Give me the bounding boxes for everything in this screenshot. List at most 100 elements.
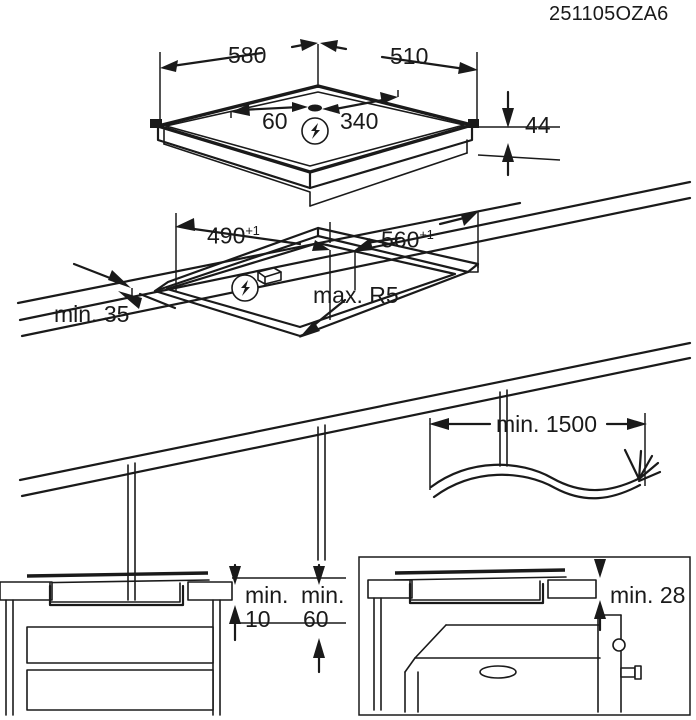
hob-lower-band-left	[163, 143, 311, 207]
dim-label-490-tolerance: +1	[245, 223, 260, 238]
hob-lower-band-right	[309, 152, 468, 207]
dim-60-arrow-right	[292, 102, 308, 112]
cutout-back-rail	[316, 226, 480, 274]
dim-580-arrow-left	[160, 60, 178, 72]
dim-min10-arrow-up	[229, 605, 241, 624]
oven-worktop-right	[547, 579, 597, 599]
cable-wire-1	[623, 448, 641, 481]
oven-hob-glass-under	[393, 576, 567, 581]
dim-490-arrow-right	[312, 240, 330, 251]
dim-44-arrow-up	[502, 143, 514, 162]
dim-44-arrow-down	[502, 108, 514, 128]
oven-top-chamfer	[414, 624, 447, 659]
dim-min10-arrow-down	[229, 566, 241, 585]
figure-cable-length	[429, 413, 662, 500]
dim-min28-arrow-down	[594, 559, 606, 578]
drawer-hob-body-outline-2	[48, 584, 185, 607]
dim-label-490-group: 490+1	[207, 224, 260, 248]
cable-wire-4	[637, 461, 660, 481]
dim-35-arrow-lower	[118, 291, 142, 309]
cable-wire-2	[637, 449, 643, 481]
dim-label-560-tolerance: +1	[419, 227, 434, 242]
dim-560-line-left	[364, 236, 402, 245]
drawer-hob-glass-under	[25, 579, 210, 584]
cable-strand-upper	[429, 463, 642, 492]
dim-label-560: 560	[381, 226, 420, 253]
dim-340-line	[328, 97, 390, 112]
hob-body-bottom-left	[157, 139, 311, 189]
dim-560-arrow-left	[352, 238, 373, 252]
dim-35-arrow-upper	[108, 270, 131, 288]
dim-label-60: 60	[262, 108, 288, 134]
worktop-apron-top	[18, 341, 692, 482]
figure-section-oven	[358, 556, 691, 716]
oven-worktop-left	[367, 579, 413, 599]
dim-44-ext-bottom	[477, 154, 561, 161]
dim-340-arrow-left	[322, 104, 340, 114]
drawer-front-lower	[26, 669, 214, 711]
dim-490-arrow-left	[175, 218, 195, 231]
cable-strand-lower	[432, 473, 642, 500]
dim-490-line	[185, 226, 302, 246]
oven-screw-head	[634, 665, 642, 680]
worktop-front-edge-bottom	[20, 196, 692, 338]
drawer-worktop-right	[187, 581, 233, 601]
dim-340-arrow-right	[380, 92, 398, 104]
dim-min60-arrow-down	[313, 566, 325, 585]
oven-hob-body-outline	[409, 580, 541, 601]
document-code: 251105OZA6	[549, 3, 669, 25]
dim-label-560-group: 560+1	[381, 228, 434, 252]
lightning-bolt-icon-cutout	[241, 280, 250, 296]
dim-label-580: 580	[228, 42, 267, 68]
dim-560-arrow-right	[461, 210, 480, 226]
dim-min28-arrow-up	[594, 600, 606, 619]
connection-box-left	[257, 271, 266, 285]
dim-label-340: 340	[340, 108, 379, 134]
dim-510-leader-right	[380, 55, 467, 71]
dim-label-min-60-prefix: min.	[301, 582, 345, 608]
oven-lower-chamfer	[404, 657, 416, 673]
figure-worktop-cutout	[16, 180, 692, 601]
connection-hole-marker	[308, 104, 322, 112]
cable-wire-5	[637, 470, 662, 483]
dim-label-510: 510	[390, 43, 429, 69]
hob-glass-inset	[165, 91, 465, 167]
worktop-apron-bottom	[20, 356, 692, 498]
dim-510-arrow-right	[458, 62, 478, 74]
oven-hob-glass	[394, 568, 566, 575]
lightning-bolt-icon-top	[311, 123, 320, 139]
dim-35-leader-lower	[138, 292, 177, 310]
dim-580-leader-left	[170, 51, 264, 68]
drawer-hob-body-outline	[49, 582, 181, 603]
cable-dim-arrow-right	[627, 418, 647, 430]
connection-box-right	[264, 271, 282, 285]
oven-handle-icon	[479, 665, 517, 679]
dim-580-arrow-right	[300, 39, 318, 51]
dim-label-min-10-value: 10	[245, 606, 271, 632]
dim-r5-arrow	[299, 321, 320, 338]
dim-label-max-r5: max. R5	[313, 282, 399, 308]
dim-60-line	[238, 105, 302, 112]
cable-wire-3	[637, 454, 654, 481]
dim-label-min-10-prefix: min.	[245, 582, 289, 608]
oven-screw-body	[620, 667, 636, 678]
hob-corner-tab-left	[150, 119, 162, 128]
cutout-left-rail	[153, 226, 320, 293]
dim-label-490: 490	[207, 222, 246, 249]
dim-35-leader-upper	[72, 262, 112, 280]
drawer-worktop-left	[0, 581, 53, 601]
dim-label-min-35: min. 35	[54, 301, 130, 327]
dim-510-arrow-left	[320, 40, 338, 52]
dim-60-arrow-left	[231, 104, 250, 116]
oven-knob-icon	[612, 638, 626, 652]
dim-label-min-28: min. 28	[610, 582, 686, 608]
dim-label-min-60-value: 60	[303, 606, 329, 632]
oven-hob-body-outline-2	[408, 582, 545, 605]
cable-dim-arrow-left	[429, 418, 449, 430]
figure-hob-isometric	[150, 39, 561, 207]
drawer-front-upper	[26, 626, 214, 664]
drawer-hob-glass	[26, 571, 209, 578]
hob-corner-tab-right	[468, 119, 479, 128]
section-oven-frame	[358, 556, 691, 716]
